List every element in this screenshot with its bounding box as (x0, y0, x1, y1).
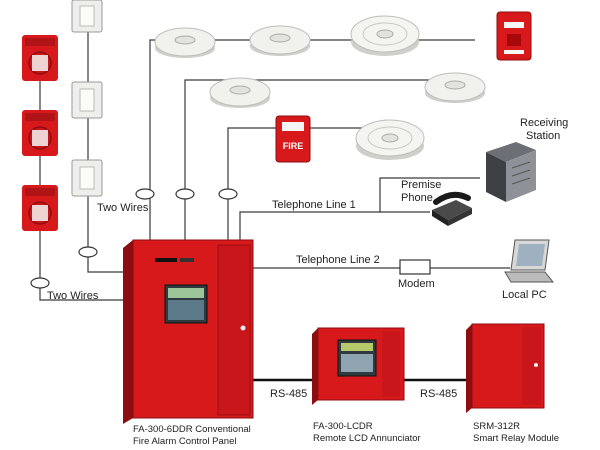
laptop-icon (504, 239, 555, 283)
panel-keypad (168, 300, 204, 320)
panel-caption-line-1: FA-300-6DDR Conventional (133, 424, 251, 435)
pull-station-fire-text: FIRE (283, 141, 304, 151)
wall-strobe-icon (71, 0, 103, 33)
receiving-station-icon (486, 142, 536, 202)
smoke-detector-icon (424, 72, 486, 103)
wire-marker (78, 246, 98, 258)
receiving-station-label-2: Station (526, 130, 560, 142)
receiving-station-label-1: Receiving (520, 117, 568, 129)
wire-marker (135, 188, 155, 200)
wall-strobe-icon (71, 81, 103, 119)
wire-marker (218, 188, 238, 200)
smoke-detector-icon (209, 77, 271, 108)
modem-icon (399, 259, 431, 275)
two-wire-markers (30, 188, 238, 289)
detector-loop-3-wire (227, 127, 390, 240)
modem-label: Modem (398, 278, 435, 290)
panel-caption-line-2: Fire Alarm Control Panel (133, 436, 236, 447)
smoke-detector-icon (154, 27, 216, 58)
lcdr-caption-line-2: Remote LCD Annunciator (313, 433, 421, 444)
srm-caption-line-2: Smart Relay Module (473, 433, 559, 444)
wall-strobe-icon (71, 159, 103, 197)
annunciator-keypad (341, 354, 373, 372)
srm-caption-line-1: SRM-312R (473, 421, 520, 432)
horn-strobe-column (22, 35, 58, 231)
rs485-label-right: RS-485 (420, 388, 457, 400)
horn-strobe-icon (22, 185, 58, 231)
lcdr-caption-line-1: FA-300-LCDR (313, 421, 373, 432)
horn-strobe-icon (22, 35, 58, 81)
two-wires-label-bottom: Two Wires (47, 290, 99, 302)
remote-lcd-annunciator: FA-300-LCDR Remote LCD Annunciator (312, 327, 421, 444)
horn-strobe-icon (22, 110, 58, 156)
smoke-detectors (154, 15, 486, 160)
heat-detector-icon (355, 119, 425, 160)
wall-strobe-column (71, 0, 103, 197)
telephone-icon (432, 191, 472, 226)
two-wires-label-top: Two Wires (97, 202, 149, 214)
heat-detector-icon (350, 15, 420, 56)
smoke-detector-icon (249, 25, 311, 56)
smart-relay-module: SRM-312R Smart Relay Module (466, 323, 559, 444)
wire-marker (175, 188, 195, 200)
detector-loop-2-wire (184, 79, 455, 240)
pull-station-top-right (496, 11, 532, 61)
rs485-label-left: RS-485 (270, 388, 307, 400)
wall-strobe-wire (87, 30, 135, 273)
local-pc-label: Local PC (502, 289, 547, 301)
premise-phone-label-2: Phone (401, 192, 433, 204)
telephone-line-2-label: Telephone Line 2 (296, 254, 380, 266)
pull-station-middle: FIRE (275, 115, 311, 163)
wire-marker (30, 277, 50, 289)
premise-phone-label-1: Premise (401, 179, 441, 191)
telephone-line-1-label: Telephone Line 1 (272, 199, 356, 211)
fire-alarm-control-panel: FA-300-6DDR Conventional Fire Alarm Cont… (123, 239, 254, 447)
